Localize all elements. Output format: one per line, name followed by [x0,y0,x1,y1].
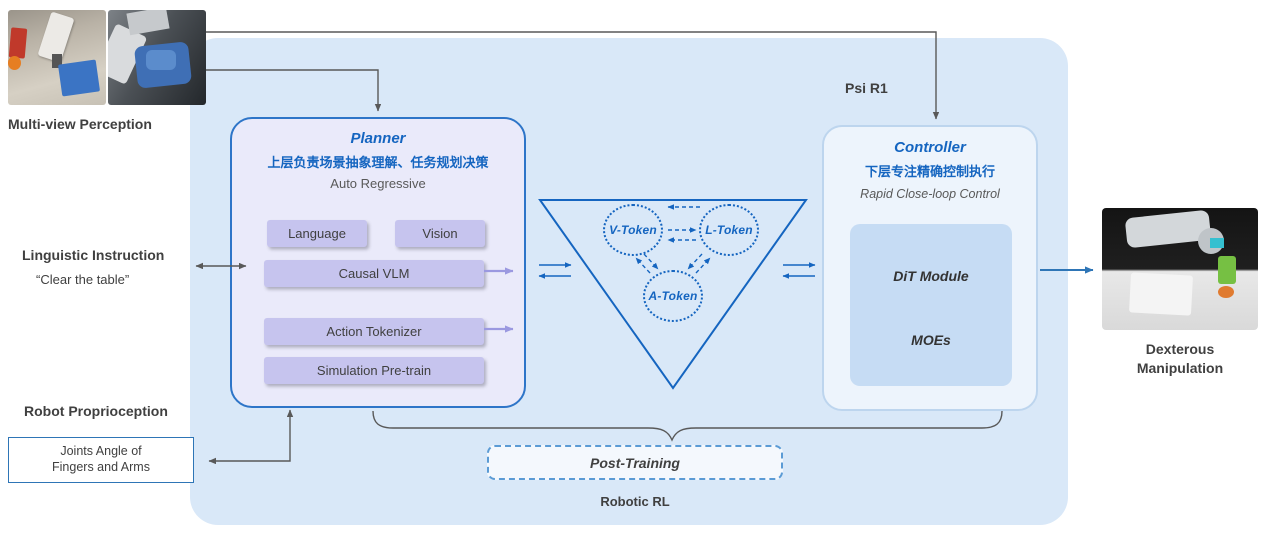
photo-detail-cyan-tag [1210,238,1224,248]
dexterous-photo [1102,208,1258,330]
auto-regressive-label: Auto Regressive [330,176,426,191]
psi-r1-label: Psi R1 [845,80,888,96]
multi-view-label: Multi-view Perception [8,116,152,132]
controller-mode-label: Rapid Close-loop Control [860,187,1000,201]
planner-box: Planner 上层负责场景抽象理解、任务规划决策 Auto Regressiv… [230,117,526,408]
moes-label: MOEs [911,332,951,348]
post-training-label: Post-Training [590,454,680,471]
photo-detail-gripper-tip [52,54,62,68]
l-token-circle: L-Token [699,204,759,256]
a-token-circle: A-Token [643,270,703,322]
joints-box-label: Joints Angle of Fingers and Arms [52,444,150,474]
photo-detail-green-cup [1218,256,1236,284]
robotic-rl-label: Robotic RL [600,494,670,509]
controller-subtitle: 下层专注精确控制执行 [864,164,995,179]
photo-detail-cloth-highlight [146,50,176,70]
dit-module-label: DiT Module [893,268,969,284]
block-vision: Vision [395,220,485,247]
linguistic-quote: “Clear the table” [36,272,130,287]
dexterous-label: Dexterous Manipulation [1136,341,1224,376]
block-simulation-pretrain: Simulation Pre-train [264,357,484,384]
photo-detail-white-bin [1128,272,1194,316]
photo-detail-blue-box [57,59,101,97]
planner-title: Planner [350,130,406,147]
joints-box: Joints Angle of Fingers and Arms [8,437,194,483]
photo-detail-red-object [8,27,28,59]
photo-detail-arm-segment [126,10,170,36]
planner-subtitle: 上层负责场景抽象理解、任务规划决策 [267,155,489,170]
photo-detail-orange-object [8,56,21,70]
block-causal-vlm: Causal VLM [264,260,484,287]
controller-title: Controller [894,139,966,156]
multi-view-photo-1 [8,10,106,105]
dit-moe-box: DiT Module MOEs [850,224,1012,386]
block-language: Language [267,220,367,247]
controller-box: Controller 下层专注精确控制执行 Rapid Close-loop C… [822,125,1038,411]
block-action-tokenizer: Action Tokenizer [264,318,484,345]
multi-view-photo-2 [108,10,206,105]
robot-proprioception-label: Robot Proprioception [24,403,168,419]
v-token-circle: V-Token [603,204,663,256]
post-training-box: Post-Training [487,445,783,480]
linguistic-instruction-label: Linguistic Instruction [22,247,165,263]
photo-detail-orange-item [1218,286,1234,298]
